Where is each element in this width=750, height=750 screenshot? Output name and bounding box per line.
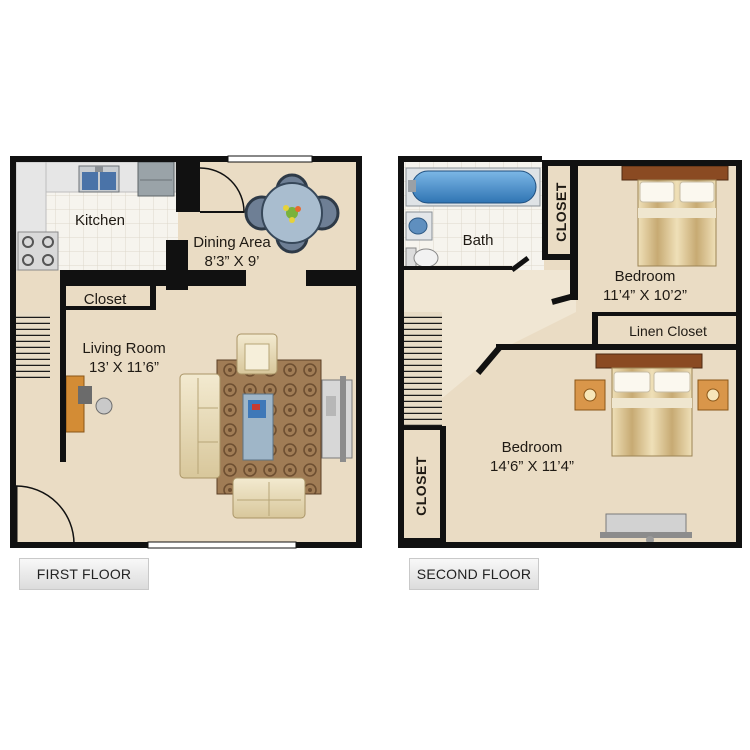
hall-angled-wall-mid <box>510 256 530 272</box>
dining-table-icon <box>244 173 340 254</box>
kitchen-label: Kitchen <box>75 212 125 229</box>
dining-area-dims: 8’3” X 9’ <box>204 253 259 270</box>
hall-angled-wall-bottom <box>475 345 503 375</box>
refrigerator-icon <box>137 161 175 197</box>
dining-area-label: Dining Area <box>193 234 271 251</box>
front-door-swing <box>15 485 75 545</box>
living-room-label: Living Room <box>82 340 165 357</box>
sofa-icon <box>179 373 221 479</box>
coffee-table-icon <box>242 393 274 461</box>
first-floor-tag: FIRST FLOOR <box>19 558 149 590</box>
tv-stand-icon <box>321 376 353 462</box>
dining-door-swing <box>199 167 245 213</box>
bedroom-top-dims: 11’4” X 10’2” <box>603 287 687 304</box>
bottom-bed-icon <box>595 353 703 457</box>
bedroom-top-label: Bedroom <box>615 268 676 285</box>
bedroom-bottom-label: Bedroom <box>502 439 563 456</box>
closet-label: Closet <box>84 291 127 308</box>
hall-angled-wall-top <box>551 293 575 305</box>
hallway-floor <box>404 270 576 430</box>
bath-sink-icon <box>405 211 433 241</box>
closet-top-label: CLOSET <box>553 182 569 242</box>
first-floor-stairs <box>16 312 50 378</box>
bath-label: Bath <box>463 232 494 249</box>
bedroom-bottom-dims: 14’6” X 11’4” <box>490 458 574 475</box>
top-bed-icon <box>621 165 729 267</box>
toilet-icon <box>405 247 439 269</box>
nightstand-left-icon <box>574 379 606 411</box>
living-window <box>147 541 297 549</box>
second-floor-tag: SECOND FLOOR <box>409 558 539 590</box>
second-floor-stairs <box>404 312 442 426</box>
second-floor-plan: Bath CLOSET Bedroom 11’4” X 10’2” Linen … <box>398 156 742 548</box>
stove-icon <box>17 231 59 271</box>
loveseat-icon <box>232 477 306 519</box>
first-floor-plan: Kitchen Dining Area 8’3” X 9’ Closet Liv… <box>10 155 362 549</box>
linen-closet-label: Linen Closet <box>629 323 707 339</box>
nightstand-right-icon <box>697 379 729 411</box>
closet-bottom-label: CLOSET <box>413 456 429 516</box>
second-floor-walls <box>398 156 742 548</box>
dining-window <box>227 155 313 163</box>
living-room-dims: 13’ X 11’6” <box>89 359 159 376</box>
bathtub-icon <box>405 167 541 207</box>
sink-icon <box>78 165 120 193</box>
armchair-icon <box>236 333 278 375</box>
desk-icon <box>65 375 113 433</box>
dresser-icon <box>600 513 692 544</box>
